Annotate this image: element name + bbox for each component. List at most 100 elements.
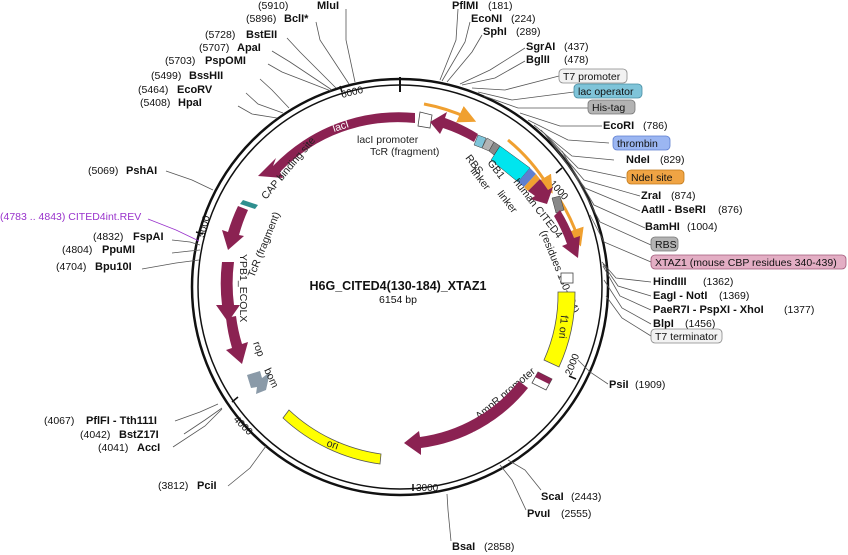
enzyme-name: SgrAI [526, 41, 555, 53]
feature-box-ndei-site: NdeI site [631, 172, 673, 184]
tick-label-4000: 4000 [231, 414, 255, 438]
enzyme-name: EcoRI [603, 120, 634, 132]
enzyme-pos: (478) [564, 54, 589, 66]
feature-xtaz1-grey [551, 195, 565, 214]
enzyme-name: PciI [197, 480, 217, 492]
enzyme-name: EcoNI [471, 13, 502, 25]
feature-box-t7-terminator: T7 terminator [655, 331, 718, 343]
enzyme-name: PsiI [609, 379, 629, 391]
enzyme-name: EagI - NotI [653, 290, 707, 302]
feature-tcr-fragment-top [430, 112, 478, 142]
tick-label-3000: 3000 [416, 483, 439, 494]
tick-marks [195, 85, 577, 491]
enzyme-name: ScaI [541, 491, 564, 503]
enzyme-pos: (224) [511, 13, 536, 25]
enzyme-name: PpuMI [102, 244, 135, 256]
enzyme-pos: (2858) [484, 541, 514, 553]
enzyme-name: AccI [137, 442, 160, 454]
enzyme-name: BstZ17I [119, 429, 159, 441]
enzyme-name: FspAI [133, 231, 164, 243]
feature-ndei-block [524, 174, 540, 191]
enzyme-pos: (829) [660, 154, 685, 166]
enzyme-pos: (5408) [140, 97, 170, 109]
enzyme-name: PflMI [452, 0, 478, 12]
enzyme-name: BlpI [653, 318, 674, 330]
enzyme-name: BclI* [284, 13, 309, 25]
enzyme-pos: (5069) [88, 165, 118, 177]
enzyme-name: PvuI [527, 508, 550, 520]
enzyme-pos: (1456) [685, 318, 715, 330]
enzyme-pos: (4042) [80, 429, 110, 441]
right-enzyme-labels: PflMI (181) EcoNI (224) SphI (289) SgrAI… [452, 0, 814, 553]
enzyme-name: AatII - BseRI [641, 204, 706, 216]
enzyme-pos: (181) [488, 0, 513, 12]
enzyme-name: PaeR7I - PspXI - XhoI [653, 304, 764, 316]
feature-ypb1-label: YPB1_ECOLX [237, 254, 249, 322]
feature-small-blocks [473, 134, 501, 156]
enzyme-pos: (4067) [44, 415, 74, 427]
feature-ori [282, 409, 382, 465]
feature-box-t7-promoter: T7 promoter [563, 71, 621, 83]
enzyme-name: BglII [526, 54, 550, 66]
feature-box-thrombin: thrombin [617, 138, 658, 150]
feature-xtaz1 [554, 210, 580, 258]
feature-rop [226, 316, 248, 364]
feature-box-lac-operator: lac operator [578, 86, 634, 98]
enzyme-name: Bpu10I [95, 261, 132, 273]
enzyme-pos: (1909) [635, 379, 665, 391]
feature-orange-arrow-1 [423, 102, 477, 123]
enzyme-pos: (289) [516, 26, 541, 38]
feature-tcr-top-label: TcR (fragment) [370, 146, 439, 158]
feature-ampr [404, 381, 528, 455]
left-enzyme-labels: (5910) MluI (5896) BclI* (5728) BstEII (… [0, 0, 339, 492]
tick-label-6000: 6000 [340, 85, 365, 101]
enzyme-pos: (4832) [93, 231, 123, 243]
enzyme-name: HindIII [653, 276, 687, 288]
feature-label-boxes: T7 promoter lac operator His-tag thrombi… [558, 68, 847, 344]
feature-box-xtaz1: XTAZ1 (mouse CBP residues 340-439) [655, 257, 837, 269]
feature-ori-label: ori [325, 437, 340, 452]
enzyme-name: MluI [317, 0, 339, 12]
feature-t7-terminator-box [560, 272, 574, 284]
enzyme-pos: (1004) [687, 221, 717, 233]
enzyme-pos: (1377) [784, 304, 814, 316]
feature-box-rbs: RBS [655, 239, 677, 251]
enzyme-pos: (5707) [199, 42, 229, 54]
enzyme-name: BstEII [246, 29, 277, 41]
enzyme-pos: (1369) [719, 290, 749, 302]
enzyme-name: BssHII [189, 70, 223, 82]
feature-cap-site [240, 200, 258, 209]
plasmid-size: 6154 bp [379, 294, 417, 306]
enzyme-name: HpaI [178, 97, 202, 109]
enzyme-pos: (5910) [258, 0, 288, 12]
enzyme-pos: (4041) [98, 442, 128, 454]
enzyme-pos: (2443) [571, 491, 601, 503]
enzyme-name: SphI [483, 26, 507, 38]
feature-tcr-left-label: TcR (fragment) [246, 210, 283, 279]
feature-thrombin-block [518, 168, 536, 187]
feature-rop-label: rop [250, 340, 267, 359]
enzyme-pos: (5703) [165, 55, 195, 67]
enzyme-name: PspOMI [205, 55, 246, 67]
feature-ypb1 [216, 262, 240, 322]
feature-orange-arrow-2 [507, 138, 553, 194]
feature-f1-ori-label: f1 ori [556, 315, 570, 339]
enzyme-pos: (1362) [703, 276, 733, 288]
feature-f1-ori [543, 291, 576, 368]
enzyme-pos: (2555) [561, 508, 591, 520]
enzyme-name: ApaI [237, 42, 261, 54]
left-leaders [141, 9, 356, 487]
enzyme-pos: (437) [564, 41, 589, 53]
enzyme-pos: (4804) [62, 244, 92, 256]
feature-laci-label: lacI [331, 118, 350, 134]
feature-laci [258, 112, 415, 178]
enzyme-pos: (4704) [56, 261, 86, 273]
enzyme-name: BsaI [452, 541, 475, 553]
enzyme-pos: (5499) [151, 70, 181, 82]
tick-label-5000: 5000 [196, 214, 212, 239]
feature-laci-promoter [417, 111, 433, 129]
enzyme-pos: (5464) [138, 84, 168, 96]
enzyme-name: PshAI [126, 165, 157, 177]
enzyme-pos: (5728) [205, 29, 235, 41]
